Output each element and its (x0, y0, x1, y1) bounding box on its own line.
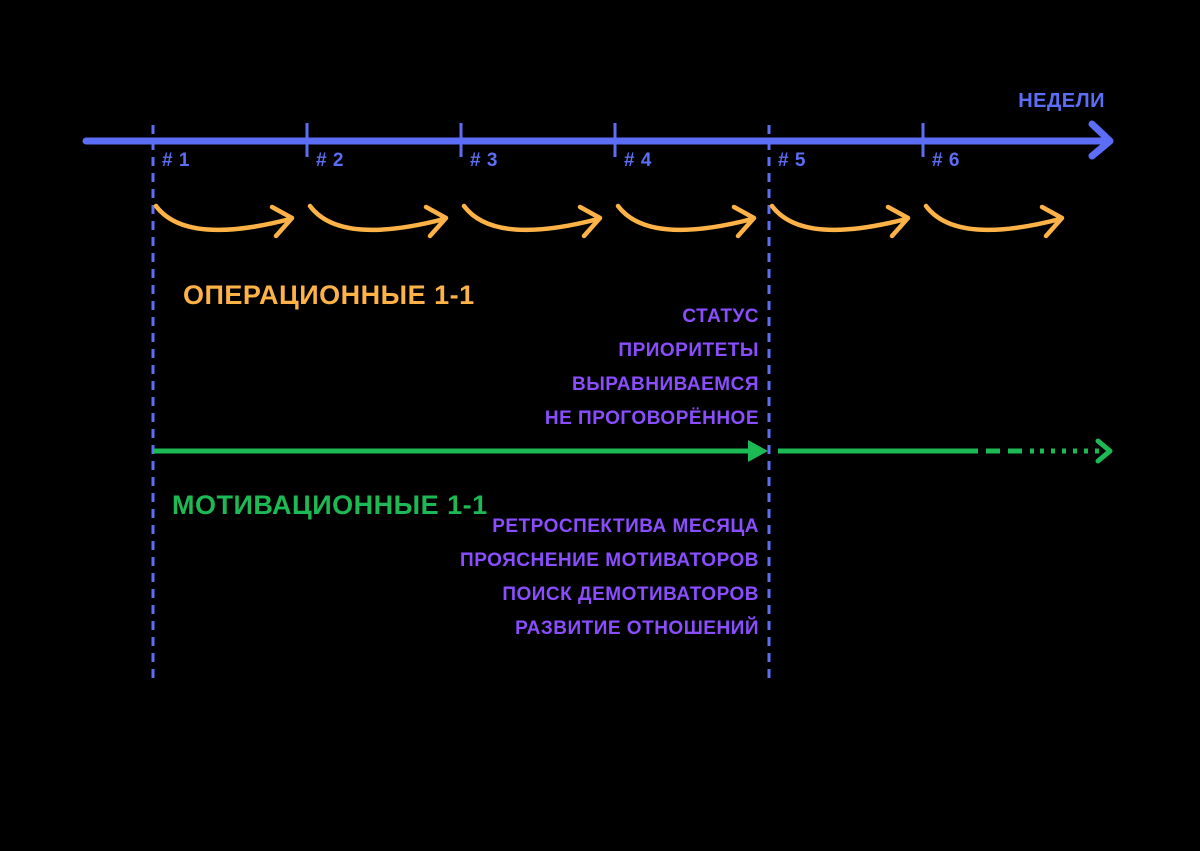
week-label-3: # 3 (470, 150, 498, 171)
weekly-arrow-icon (769, 203, 911, 239)
motivational-items: РЕТРОСПЕКТИВА МЕСЯЦА ПРОЯСНЕНИЕ МОТИВАТО… (460, 516, 759, 639)
operational-items: СТАТУС ПРИОРИТЕТЫ ВЫРАВНИВАЕМСЯ НЕ ПРОГО… (545, 306, 759, 429)
operational-item: ВЫРАВНИВАЕМСЯ (572, 374, 759, 395)
weekly-arrow-icon (923, 203, 1065, 239)
weekly-arrow-icon (307, 203, 449, 239)
week-labels: # 1 # 2 # 3 # 4 # 5 # 6 (162, 150, 960, 171)
week-label-2: # 2 (316, 150, 344, 171)
week-ticks (305, 123, 925, 157)
motivational-continuation-arrowhead (1095, 438, 1113, 464)
operational-title: ОПЕРАЦИОННЫЕ 1-1 (183, 280, 475, 310)
week-label-5: # 5 (778, 150, 806, 171)
motivational-arrowhead (748, 440, 768, 462)
operational-item: ПРИОРИТЕТЫ (618, 340, 759, 361)
weekly-arrow-icon (615, 203, 757, 239)
week-label-1: # 1 (162, 150, 190, 171)
motivational-item: РАЗВИТИЕ ОТНОШЕНИЙ (515, 617, 759, 639)
operational-item: НЕ ПРОГОВОРЁННОЕ (545, 408, 759, 429)
weekly-arrow-icon (461, 203, 603, 239)
motivational-item: ПРОЯСНЕНИЕ МОТИВАТОРОВ (460, 550, 759, 571)
weekly-arrows (153, 203, 1065, 239)
weekly-arrow-icon (153, 203, 295, 239)
operational-item: СТАТУС (682, 306, 759, 327)
time-axis-arrowhead (1088, 120, 1114, 160)
motivational-title: МОТИВАЦИОННЫЕ 1-1 (172, 490, 488, 520)
axis-label: НЕДЕЛИ (1018, 90, 1105, 112)
week-label-4: # 4 (624, 150, 652, 171)
week-label-6: # 6 (932, 150, 960, 171)
motivational-item: ПОИСК ДЕМОТИВАТОРОВ (502, 584, 759, 605)
motivational-item: РЕТРОСПЕКТИВА МЕСЯЦА (492, 516, 759, 537)
